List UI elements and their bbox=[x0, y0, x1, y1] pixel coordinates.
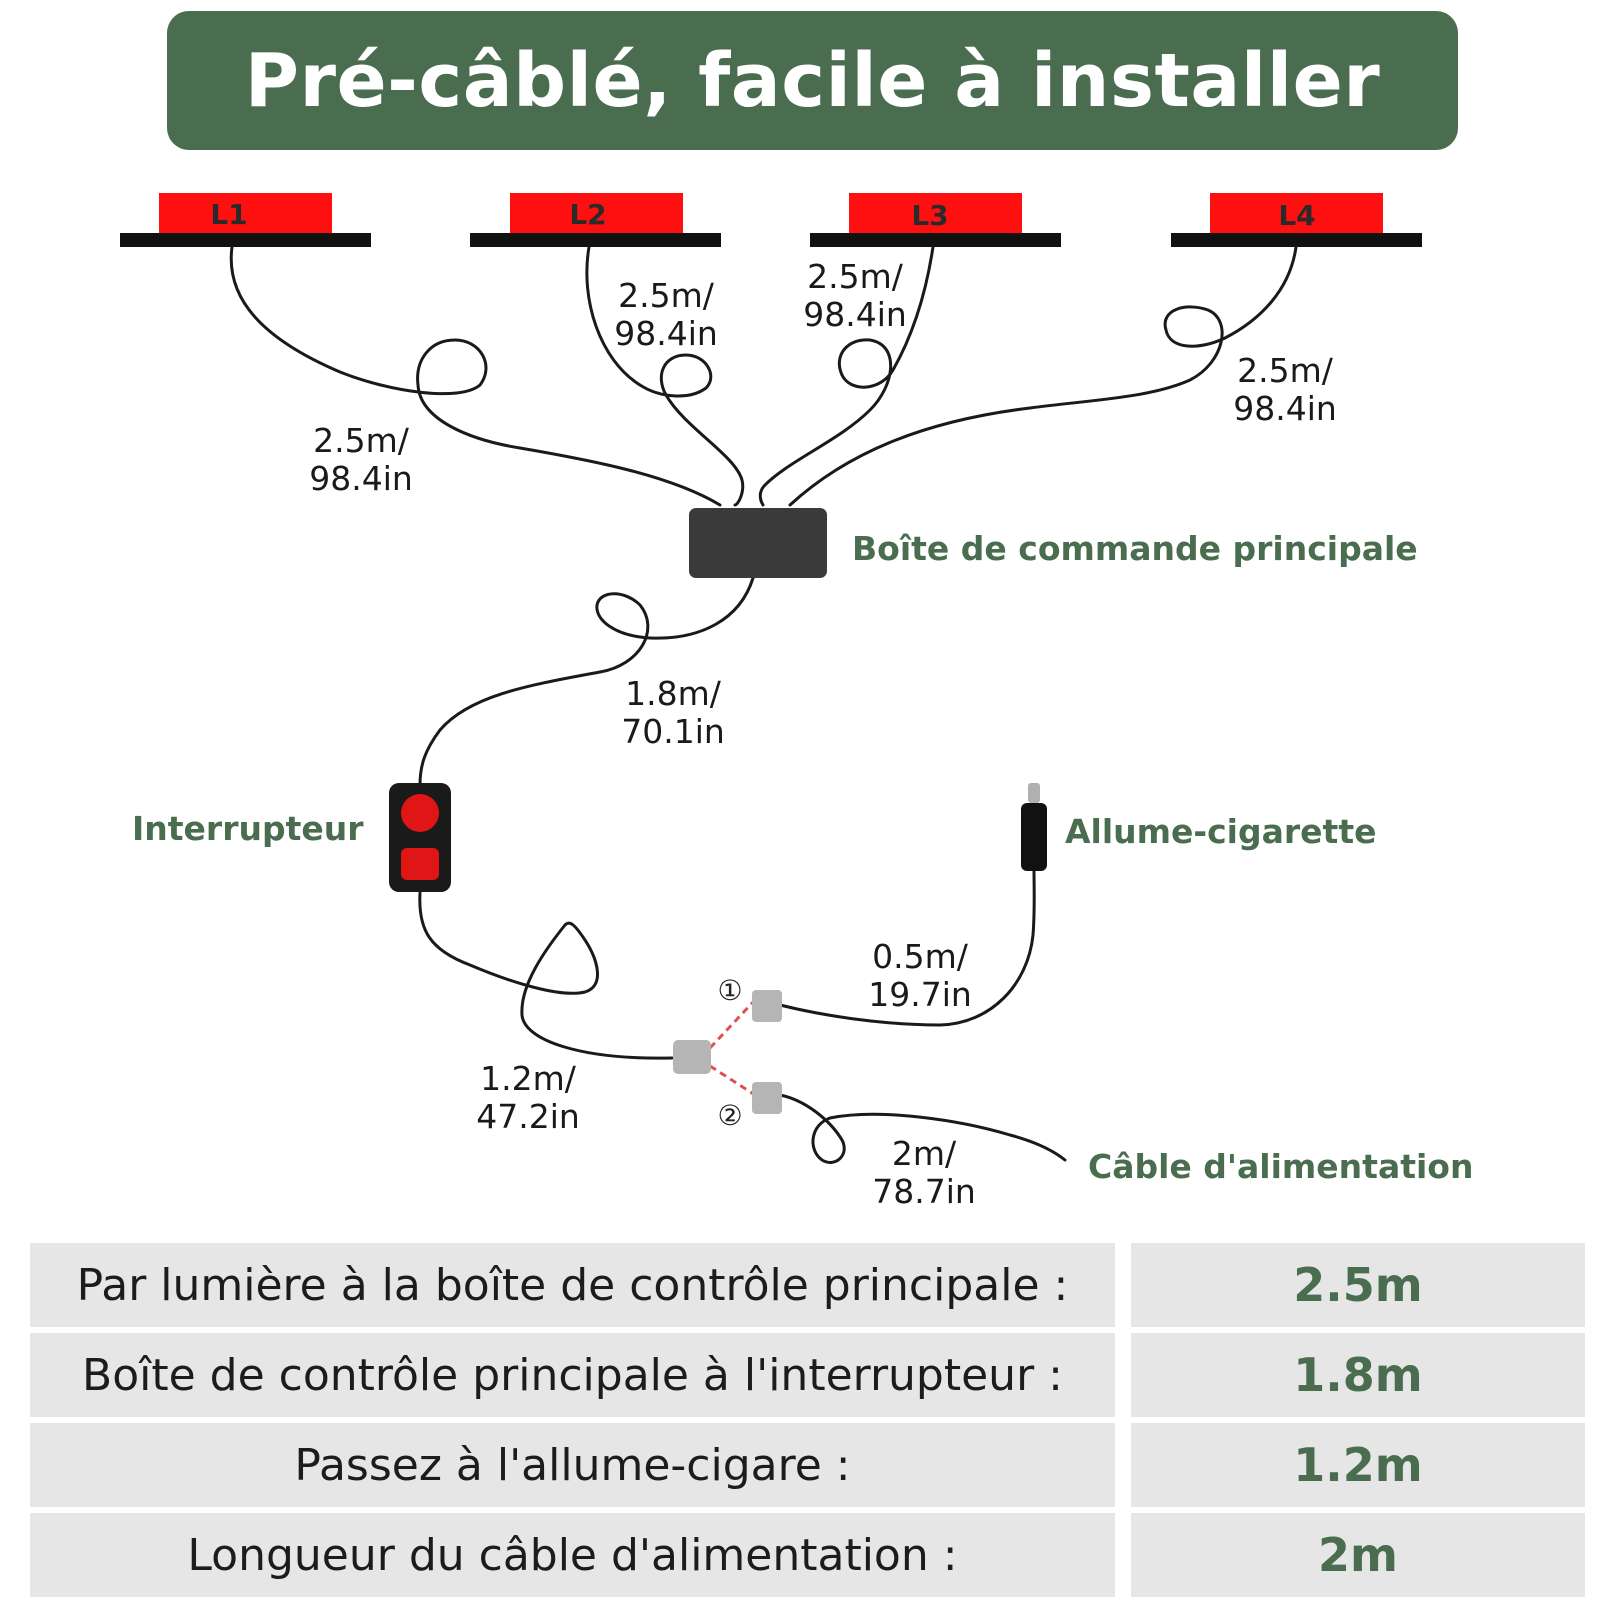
wire-cigarette bbox=[778, 866, 1036, 1027]
lamp-l1-base bbox=[120, 233, 371, 247]
lamp-l1-label: L1 bbox=[210, 198, 247, 231]
length-switch-splitter-in: 47.2in bbox=[476, 1097, 580, 1136]
length-l3-in: 98.4in bbox=[803, 295, 907, 334]
lamp-l2: L2 bbox=[470, 193, 721, 247]
table-row: Boîte de contrôle principale à l'interru… bbox=[30, 1333, 1585, 1417]
table-row-label: Boîte de contrôle principale à l'interru… bbox=[30, 1333, 1115, 1417]
length-power-in: 78.7in bbox=[872, 1172, 976, 1211]
splitter-link-1 bbox=[708, 998, 757, 1050]
table-row-value: 2.5m bbox=[1131, 1243, 1585, 1327]
switch bbox=[389, 783, 451, 892]
wire-switch-splitter bbox=[418, 891, 674, 1060]
lamp-l4-base bbox=[1171, 233, 1422, 247]
cigarette-plug bbox=[1021, 783, 1047, 871]
length-l1-m: 2.5m/ bbox=[313, 421, 410, 460]
splitter-plug-2 bbox=[752, 1082, 782, 1114]
power-cable-label: Câble d'alimentation bbox=[1088, 1147, 1473, 1186]
lamp-l3-body bbox=[849, 193, 1022, 233]
lamp-l4-body bbox=[1210, 193, 1383, 233]
lamp-l1: L1 bbox=[120, 193, 371, 247]
table-row-value: 1.8m bbox=[1131, 1333, 1585, 1417]
switch-button-bottom bbox=[401, 848, 439, 880]
wire-l3 bbox=[758, 245, 935, 507]
wire-l1 bbox=[229, 245, 722, 507]
table-row-label: Longueur du câble d'alimentation : bbox=[30, 1513, 1115, 1597]
lamp-l3-base bbox=[810, 233, 1061, 247]
lamp-l4-label: L4 bbox=[1278, 199, 1315, 232]
connector-2-label: ② bbox=[717, 1099, 742, 1132]
lamp-l3-label: L3 bbox=[911, 199, 948, 232]
header-banner: Pré-câblé, facile à installer bbox=[167, 11, 1458, 150]
splitter-link-2 bbox=[709, 1064, 756, 1097]
table-row-value: 2m bbox=[1131, 1513, 1585, 1597]
length-l4-in: 98.4in bbox=[1233, 389, 1337, 428]
wire-l4 bbox=[788, 245, 1298, 507]
switch-button-top bbox=[401, 794, 439, 832]
length-l4-m: 2.5m/ bbox=[1237, 351, 1334, 390]
lamp-l2-label: L2 bbox=[569, 198, 606, 231]
length-l3-m: 2.5m/ bbox=[807, 257, 904, 296]
switch-label: Interrupteur bbox=[132, 809, 364, 848]
length-cigarette-m: 0.5m/ bbox=[872, 937, 969, 976]
splitter: ① ② bbox=[673, 974, 782, 1132]
lamp-l1-body bbox=[159, 193, 332, 233]
table-row-label: Passez à l'allume-cigare : bbox=[30, 1423, 1115, 1507]
length-power-m: 2m/ bbox=[892, 1134, 957, 1173]
length-l2-in: 98.4in bbox=[614, 314, 718, 353]
lamp-l2-base bbox=[470, 233, 721, 247]
wiring-diagram: L1 L2 L3 L4 ① ② bbox=[120, 193, 1473, 1211]
splitter-plug-1 bbox=[752, 990, 782, 1022]
cigarette-label: Allume-cigarette bbox=[1065, 812, 1376, 851]
lamp-l4: L4 bbox=[1171, 193, 1422, 247]
wire-box-switch bbox=[418, 576, 755, 787]
length-l2-m: 2.5m/ bbox=[618, 276, 715, 315]
lamp-l3: L3 bbox=[810, 193, 1061, 247]
length-switch-splitter-m: 1.2m/ bbox=[480, 1059, 577, 1098]
table-row: Passez à l'allume-cigare : 1.2m bbox=[30, 1423, 1585, 1507]
wire-l2 bbox=[585, 245, 745, 507]
cigarette-plug-tip bbox=[1028, 783, 1040, 803]
connector-1-label: ① bbox=[717, 974, 742, 1007]
length-box-switch-in: 70.1in bbox=[621, 712, 725, 751]
wire-power bbox=[778, 1093, 1067, 1164]
length-l1-in: 98.4in bbox=[309, 459, 413, 498]
table-row-value: 1.2m bbox=[1131, 1423, 1585, 1507]
cigarette-plug-body bbox=[1021, 803, 1047, 871]
lamp-l2-body bbox=[510, 193, 683, 233]
table-row: Par lumière à la boîte de contrôle princ… bbox=[30, 1243, 1585, 1327]
table-row-label: Par lumière à la boîte de contrôle princ… bbox=[30, 1243, 1115, 1327]
page-title: Pré-câblé, facile à installer bbox=[244, 37, 1381, 124]
table-row: Longueur du câble d'alimentation : 2m bbox=[30, 1513, 1585, 1597]
main-box-label: Boîte de commande principale bbox=[852, 529, 1418, 568]
main-control-box bbox=[689, 508, 827, 578]
length-box-switch-m: 1.8m/ bbox=[625, 674, 722, 713]
splitter-plug-main bbox=[673, 1040, 711, 1074]
length-cigarette-in: 19.7in bbox=[868, 975, 972, 1014]
